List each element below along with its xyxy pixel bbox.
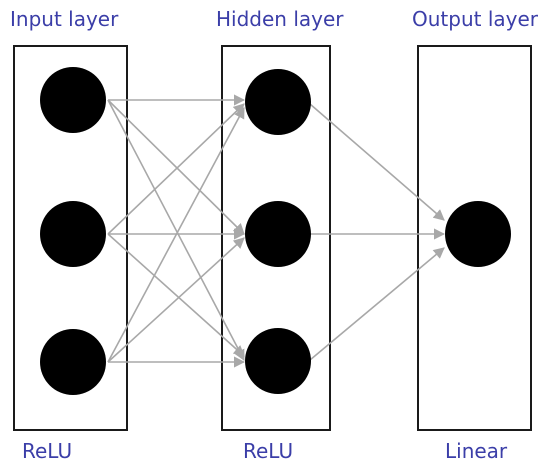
edge-i1-h2 bbox=[107, 99, 245, 235]
hidden-activation-label: ReLU bbox=[243, 439, 294, 463]
input-layer-title: Input layer bbox=[10, 7, 119, 31]
hidden-layer-box bbox=[221, 45, 331, 431]
output-activation-label: Linear bbox=[445, 439, 508, 463]
hidden-layer-title: Hidden layer bbox=[216, 7, 344, 31]
hidden-neuron-3 bbox=[245, 328, 311, 394]
input-hidden-connections bbox=[107, 94, 246, 368]
edge-i2-h3 bbox=[107, 233, 245, 357]
output-layer-box bbox=[417, 45, 532, 431]
edge-i2-h1 bbox=[107, 103, 245, 235]
edge-i1-h3 bbox=[107, 99, 245, 361]
input-neuron-3 bbox=[40, 329, 106, 395]
neurons bbox=[40, 67, 511, 395]
input-neuron-1 bbox=[40, 67, 106, 133]
output-neuron-1 bbox=[445, 201, 511, 267]
input-activation-label: ReLU bbox=[22, 439, 73, 463]
input-neuron-2 bbox=[40, 201, 106, 267]
edge-i3-h1 bbox=[107, 107, 245, 363]
hidden-neuron-1 bbox=[245, 69, 311, 135]
edge-h1-o1 bbox=[309, 103, 445, 221]
edge-h3-o1 bbox=[309, 247, 445, 361]
edge-i3-h2 bbox=[107, 237, 245, 363]
output-layer-title: Output layer bbox=[412, 7, 539, 31]
input-layer-box bbox=[13, 45, 128, 431]
hidden-output-connections bbox=[309, 103, 446, 361]
hidden-neuron-2 bbox=[245, 201, 311, 267]
